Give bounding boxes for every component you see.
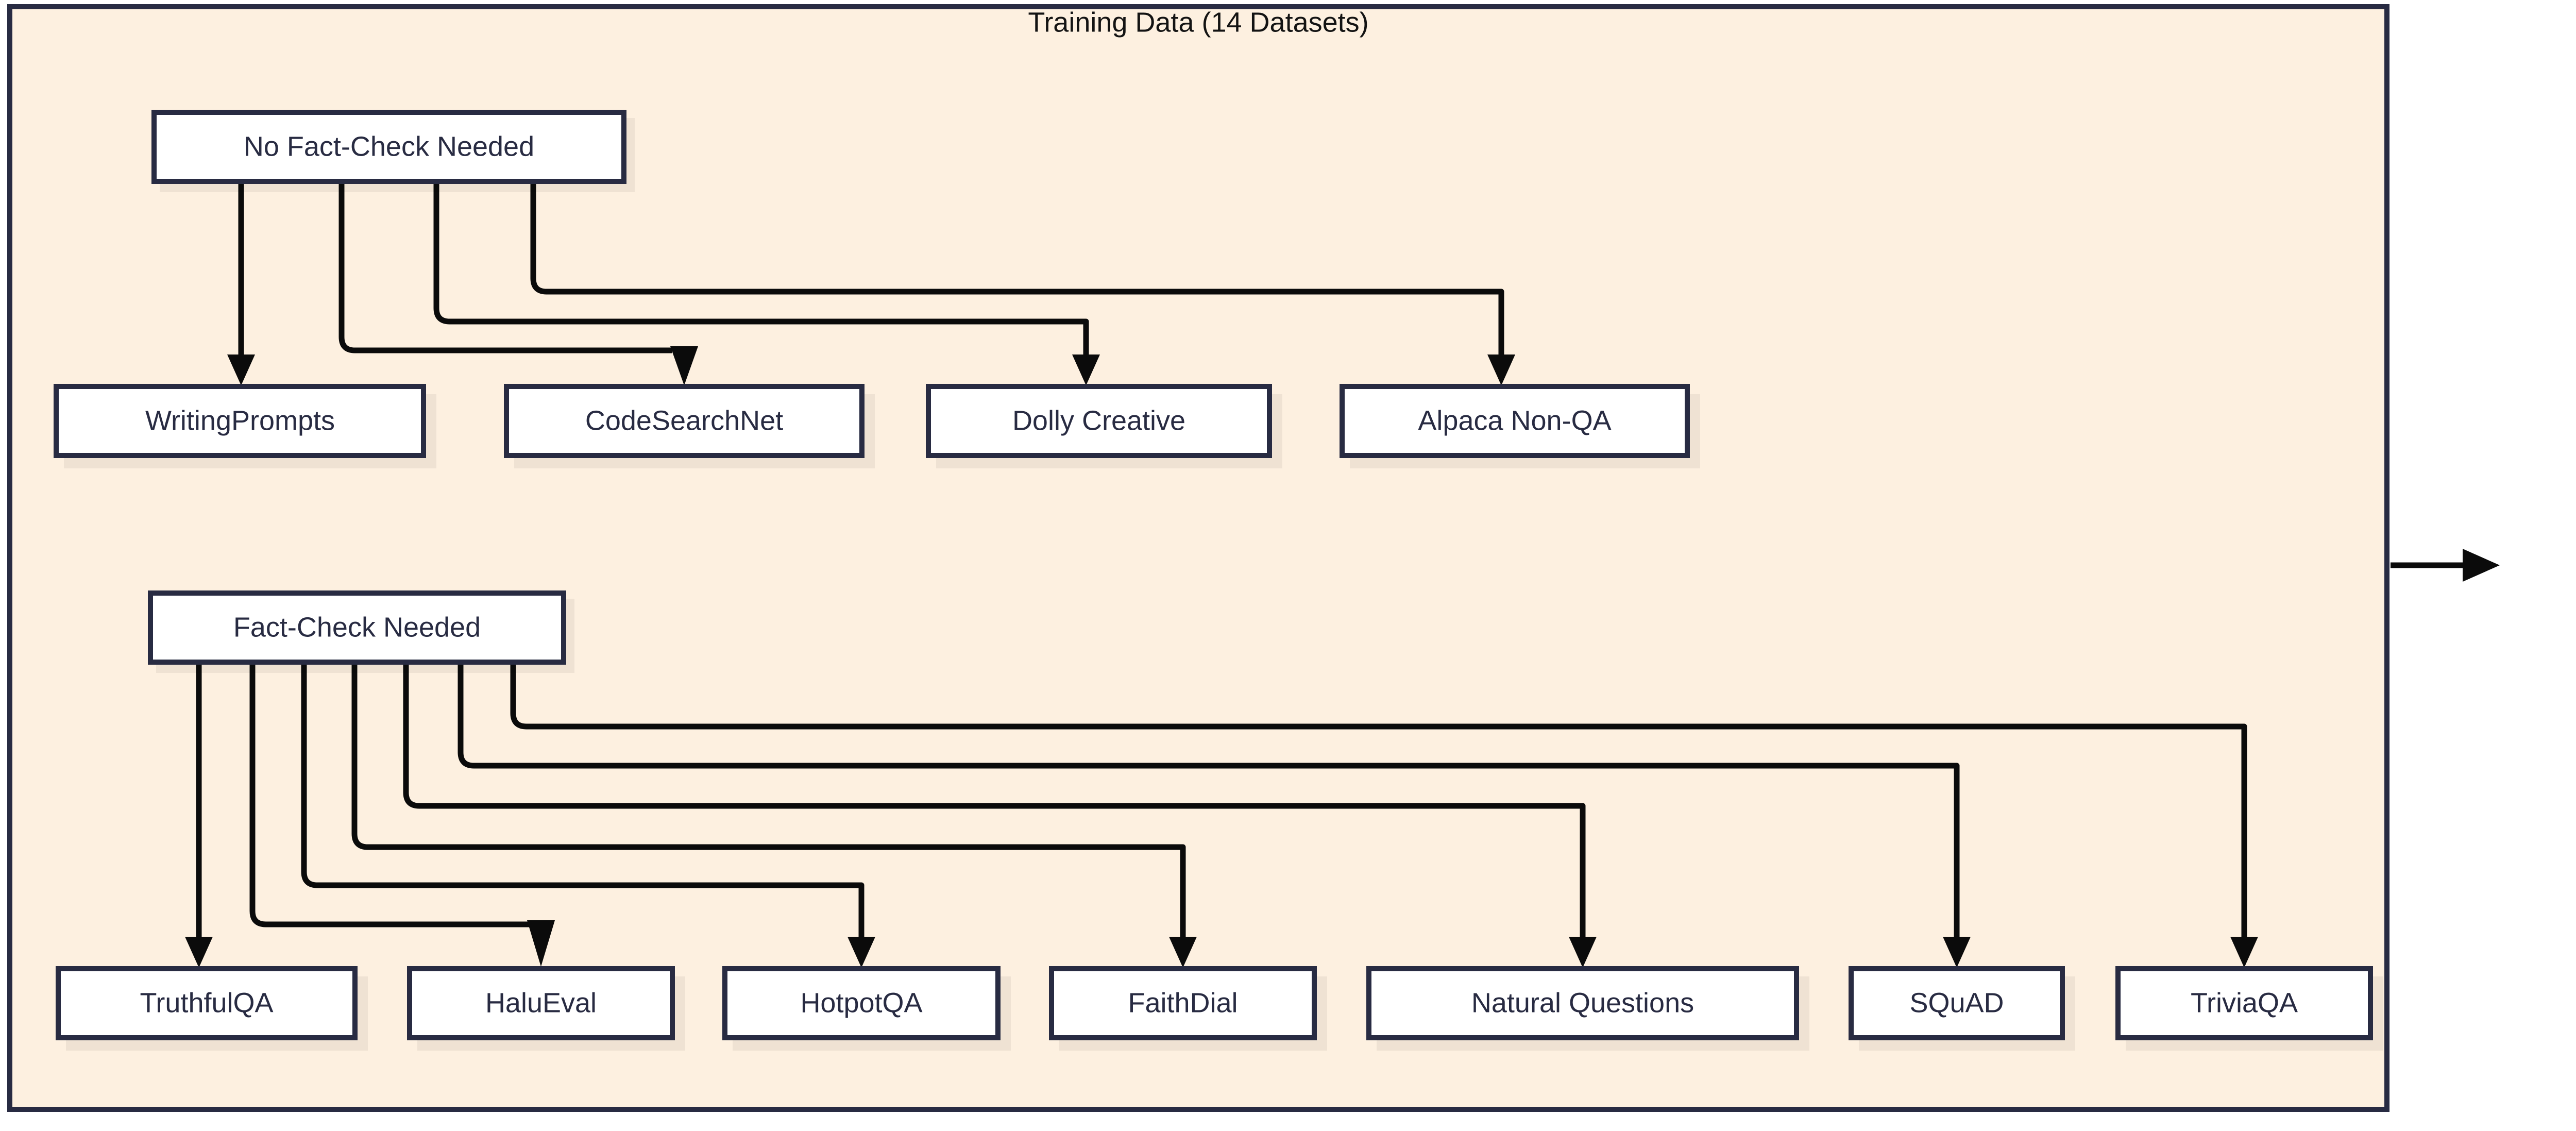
node-faithdial[interactable]: FaithDial	[1049, 966, 1327, 1051]
training-data-title: Training Data (14 Datasets)	[1028, 7, 1368, 38]
node-writingprompts[interactable]: WritingPrompts	[54, 384, 436, 468]
edge-fact-check-to-squad	[457, 663, 1960, 942]
edge-fact-check-to-naturalquestions	[403, 663, 1586, 942]
node-fact-check-needed[interactable]: Fact-Check Needed	[148, 590, 574, 673]
squad-box[interactable]	[1849, 966, 2065, 1040]
faithdial-label: FaithDial	[1128, 987, 1238, 1018]
fact-check-needed-label: Fact-Check Needed	[233, 612, 481, 643]
alpacanonqa-label: Alpaca Non-QA	[1418, 405, 1611, 436]
arrowhead-halueval	[527, 920, 555, 967]
edge-fact-check-to-halueval	[249, 663, 530, 927]
truthfulqa-label: TruthfulQA	[140, 987, 273, 1018]
arrowhead-codesearchnet	[670, 346, 698, 385]
arrowhead-faithdial	[1169, 937, 1197, 968]
dollycreative-label: Dolly Creative	[1012, 405, 1185, 436]
node-truthfulqa[interactable]: TruthfulQA	[56, 966, 368, 1051]
arrowhead-dollycreative	[1072, 355, 1100, 385]
edge-fact-check-to-hotpotqa	[301, 663, 865, 942]
dollycreative-box[interactable]	[926, 384, 1272, 458]
edge-group-training-to-halugate	[2391, 549, 2500, 582]
node-hotpotqa[interactable]: HotpotQA	[722, 966, 1011, 1051]
faithdial-box[interactable]	[1049, 966, 1317, 1040]
codesearchnet-box[interactable]	[504, 384, 865, 458]
arrowhead-modernbert-entry	[2463, 549, 2500, 582]
squad-label: SQuAD	[1909, 987, 2004, 1018]
node-naturalquestions[interactable]: Natural Questions	[1366, 966, 1809, 1051]
writingprompts-box[interactable]	[54, 384, 426, 458]
arrowhead-triviaqa	[2230, 937, 2258, 968]
node-no-fact-check-needed[interactable]: No Fact-Check Needed	[151, 110, 635, 192]
arrowhead-hotpotqa	[848, 937, 875, 968]
hotpotqa-box[interactable]	[722, 966, 1001, 1040]
fact-check-needed-box[interactable]	[148, 590, 566, 665]
triviaqa-label: TriviaQA	[2191, 987, 2298, 1018]
arrowhead-writingprompts	[227, 355, 255, 385]
triviaqa-box[interactable]	[2115, 966, 2373, 1040]
edge-group-fact-check	[185, 663, 2258, 968]
edge-no-fact-check-to-codesearchnet	[338, 184, 672, 353]
edge-fact-check-to-faithdial	[351, 663, 1186, 942]
writingprompts-label: WritingPrompts	[145, 405, 335, 436]
arrowhead-naturalquestions	[1569, 937, 1597, 968]
halueval-box[interactable]	[407, 966, 675, 1040]
arrowhead-squad	[1943, 937, 1971, 968]
hotpotqa-label: HotpotQA	[800, 987, 922, 1018]
naturalquestions-box[interactable]	[1366, 966, 1799, 1040]
node-triviaqa[interactable]: TriviaQA	[2115, 966, 2383, 1051]
arrowhead-truthfulqa	[185, 937, 213, 968]
edge-no-fact-check-to-alpacanonqa	[530, 184, 1504, 361]
node-dollycreative[interactable]: Dolly Creative	[926, 384, 1282, 468]
alpacanonqa-box[interactable]	[1340, 384, 1690, 458]
no-fact-check-needed-box[interactable]	[151, 110, 626, 184]
edge-group-no-fact-check	[227, 184, 1515, 385]
codesearchnet-label: CodeSearchNet	[585, 405, 783, 436]
node-squad[interactable]: SQuAD	[1849, 966, 2075, 1051]
arrowhead-alpacanonqa	[1487, 355, 1515, 385]
no-fact-check-needed-label: No Fact-Check Needed	[244, 131, 534, 162]
edge-no-fact-check-to-dollycreative	[433, 184, 1089, 361]
edge-fact-check-to-triviaqa	[510, 663, 2247, 942]
halueval-label: HaluEval	[485, 987, 597, 1018]
node-codesearchnet[interactable]: CodeSearchNet	[504, 384, 875, 468]
node-halueval[interactable]: HaluEval	[407, 966, 685, 1051]
node-alpacanonqa[interactable]: Alpaca Non-QA	[1340, 384, 1700, 468]
truthfulqa-box[interactable]	[56, 966, 358, 1040]
naturalquestions-label: Natural Questions	[1471, 987, 1694, 1018]
